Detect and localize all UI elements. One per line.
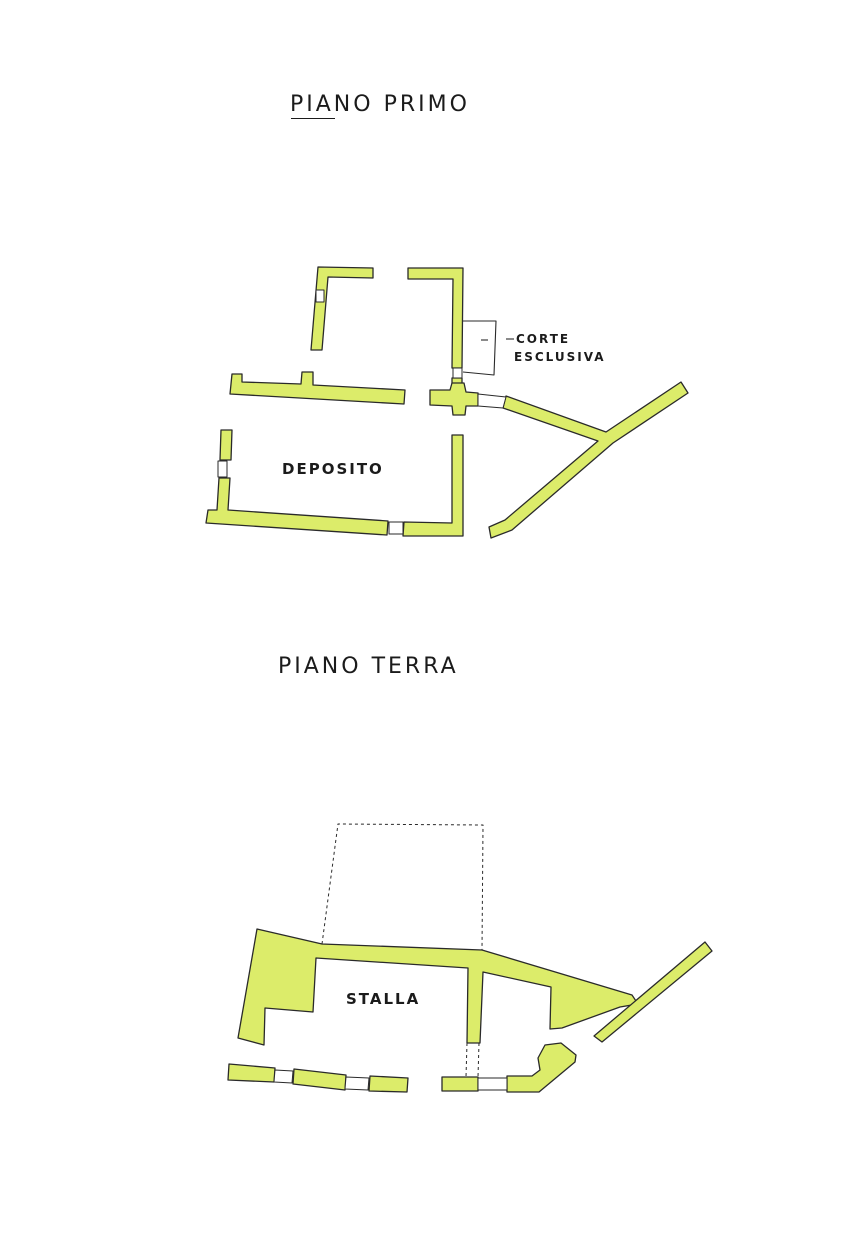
- wall: [292, 1068, 347, 1091]
- stalla-label: STALLA: [346, 990, 421, 1008]
- wall: [441, 1076, 479, 1092]
- wall: [506, 1042, 577, 1093]
- esclusiva-label: ESCLUSIVA: [514, 350, 606, 364]
- door: [477, 1077, 508, 1091]
- first-floor-title: PIANO PRIMO: [290, 92, 470, 117]
- door: [388, 521, 404, 535]
- wall: [593, 941, 713, 1043]
- window: [217, 460, 228, 478]
- wall: [237, 928, 639, 1046]
- window: [273, 1069, 294, 1084]
- wall: [205, 477, 389, 536]
- wall: [229, 371, 406, 405]
- dashed-outline: [465, 1042, 468, 1078]
- title-underline: [291, 118, 335, 119]
- door: [477, 393, 507, 409]
- deposito-label: DEPOSITO: [282, 460, 384, 478]
- wall: [488, 381, 689, 539]
- ground-floor-title: PIANO TERRA: [278, 654, 459, 679]
- wall: [368, 1075, 409, 1093]
- wall: [310, 266, 374, 351]
- wall: [407, 267, 464, 369]
- courtyard-outline: [462, 320, 497, 376]
- ground-floor-plan: [227, 928, 713, 1093]
- door: [452, 367, 463, 379]
- wall: [429, 382, 479, 416]
- wall: [219, 429, 233, 461]
- first-floor-plan: [205, 266, 689, 539]
- first-floor-title-text: PIANO PRIMO: [290, 92, 470, 117]
- wall: [227, 1063, 276, 1083]
- wall: [402, 434, 464, 537]
- dashed-outline: [477, 1042, 480, 1078]
- ground-floor-title-text: PIANO TERRA: [278, 654, 459, 679]
- window: [344, 1076, 370, 1091]
- corte-label: CORTE: [516, 332, 571, 346]
- window: [315, 289, 325, 303]
- dashed-outline: [321, 823, 484, 951]
